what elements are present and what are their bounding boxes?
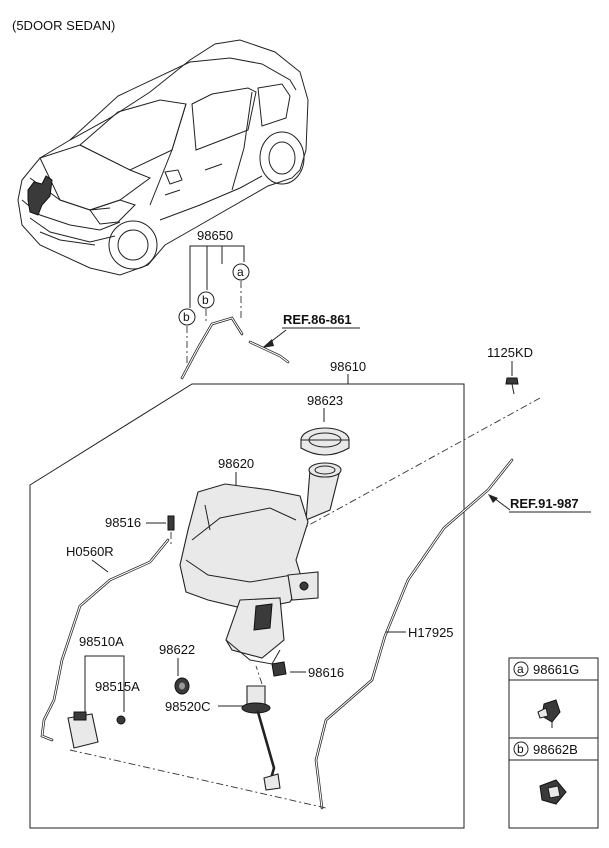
assembly-frame: 98610 — [29, 359, 465, 829]
ref-86-861: REF.86-861 — [248, 312, 360, 364]
callout-b-text-2: b — [183, 310, 190, 324]
callout-a-top: a — [232, 263, 250, 281]
part-98620-reservoir: 98620 — [179, 456, 342, 665]
label-98650: 98650 — [197, 228, 233, 243]
label-98623: 98623 — [307, 393, 343, 408]
label-98616: 98616 — [308, 665, 344, 680]
callout-b-lower: b — [178, 308, 196, 326]
label-98520c: 98520C — [165, 699, 211, 714]
legend-a-letter: a — [517, 662, 524, 676]
callout-b-upper: b — [197, 291, 215, 309]
diagram-title: (5DOOR SEDAN) — [12, 18, 115, 33]
legend-box-b: b 98662B — [508, 737, 599, 829]
callout-a-text: a — [237, 265, 244, 279]
legend-b-letter: b — [517, 742, 524, 756]
part-98520c: 98520C — [165, 665, 281, 791]
label-98516: 98516 — [105, 515, 141, 530]
ref-91-987-label: REF.91-987 — [510, 496, 579, 511]
part-98623: 98623 — [300, 393, 350, 456]
part-1125kd: 1125KD — [299, 345, 541, 531]
clip-b-icon — [539, 779, 567, 805]
label-98622: 98622 — [159, 642, 195, 657]
part-98650-group: 98650 a b b — [178, 228, 250, 380]
label-98610: 98610 — [330, 359, 366, 374]
label-1125kd: 1125KD — [487, 345, 533, 360]
legend-a-part: 98661G — [533, 662, 579, 677]
nozzle-hose — [180, 316, 244, 380]
clip-a-icon — [537, 699, 561, 728]
hose-h17925: H17925 — [314, 458, 514, 810]
car-illustration — [17, 39, 309, 276]
label-h0560r: H0560R — [66, 544, 114, 559]
label-h17925: H17925 — [408, 625, 454, 640]
legend-b-part: 98662B — [533, 742, 578, 757]
label-98510a: 98510A — [79, 634, 124, 649]
ref-86-861-label: REF.86-861 — [283, 312, 352, 327]
ref-91-987: REF.91-987 — [488, 494, 591, 513]
part-98516: 98516 — [105, 515, 175, 545]
part-98510a-pump: 98510A 98515A — [67, 634, 327, 809]
legend-box-a: a 98661G — [508, 657, 599, 739]
callout-b-text: b — [202, 293, 209, 307]
label-98515a: 98515A — [95, 679, 140, 694]
hose-h0560r: H0560R — [40, 538, 170, 742]
part-98616: 98616 — [271, 661, 344, 680]
label-98620: 98620 — [218, 456, 254, 471]
part-98622: 98622 — [159, 642, 195, 695]
